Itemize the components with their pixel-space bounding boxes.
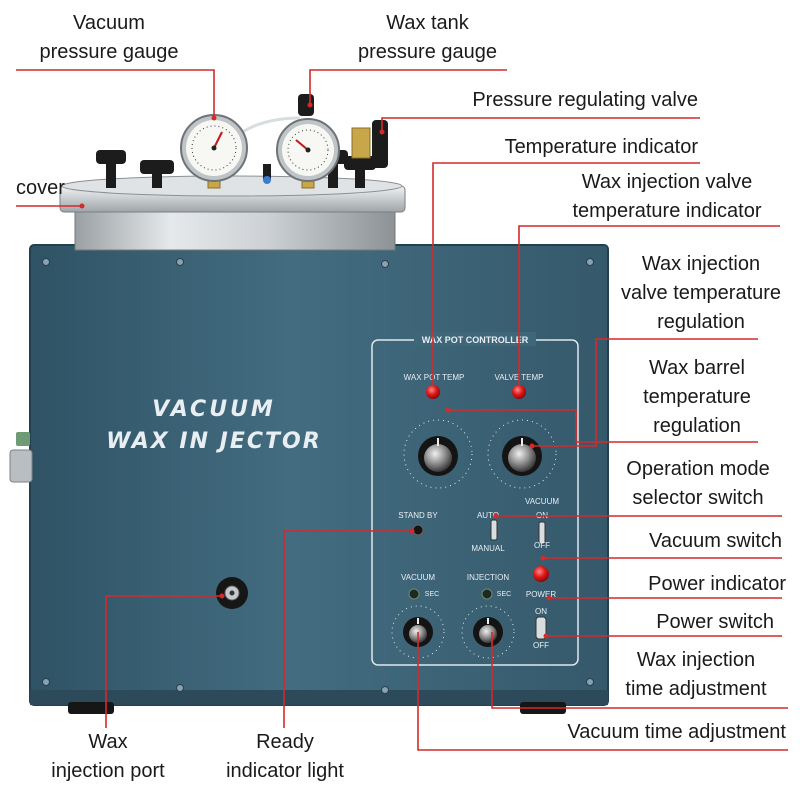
leader-dots [79,102,552,639]
leader-temperature-indicator [432,162,700,386]
leader-injection-time [491,632,788,709]
body-screws [42,258,594,694]
vacuum-timer-label: VACUUM [401,573,435,582]
leader-wax-tank-gauge [309,69,507,104]
foot-left [68,702,114,714]
label-vacuum-switch: Vacuum switch [648,530,782,552]
wax-pot-temp-indicator-light [426,385,440,399]
wax-pot-temp-label: WAX POT TEMP [404,373,465,382]
power-indicator-light [533,566,549,582]
label-valve-temp-indicator: Wax injection valve temperature indicato… [572,171,762,222]
valve-temp-knob [502,436,542,476]
injection-timer-scale [461,605,515,659]
wax-pot-dial-scale [403,419,473,489]
label-power-indicator: Power indicator [648,573,786,595]
wax-tank-gauge [276,118,340,182]
leader-pressure-valve [381,117,700,132]
vacuum-gauge [180,114,248,182]
label-injection-time-adjustment: Wax injection time adjustment [625,649,767,700]
vacuum-timer-lamp [408,588,420,600]
panel-title: WAX POT CONTROLLER [422,335,529,345]
valve-temp-indicator-light [512,385,526,399]
blue-fitting [263,176,271,184]
leader-vacuum-time [417,632,788,751]
leader-lines [16,69,788,751]
label-vacuum-pressure-gauge: Vacuum pressure gauge [39,12,179,63]
small-fitting [263,164,271,180]
power-label: POWER [526,590,556,599]
auto-label: AUTO [477,511,499,520]
label-mode-selector: Operation mode selector switch [626,458,770,509]
leader-ready-indicator [283,530,412,728]
body-bottom-edge [30,690,608,705]
injection-time-knob [473,617,503,647]
label-ready-indicator-light: Ready indicator light [226,731,344,782]
machine-title-line2: WAX IN JECTOR [106,429,321,454]
side-fitting-green [16,432,30,446]
stand-by-label: STAND BY [398,511,438,520]
power-toggle [535,616,547,640]
leader-vacuum-gauge [16,69,215,116]
manual-label: MANUAL [471,544,505,553]
leader-injection-port [105,595,222,728]
valve-dial-scale [487,419,557,489]
machine-title-line1: VACUUM [152,397,276,422]
wax-barrel-temp-knob [418,436,458,476]
panel-title-bg [414,332,536,346]
label-vacuum-time-adjustment: Vacuum time adjustment [567,721,786,743]
label-pressure-regulating-valve: Pressure regulating valve [472,89,698,111]
injection-sec-label: SEC [497,591,511,598]
label-temperature-indicator: Temperature indicator [504,136,698,158]
injection-timer-label: INJECTION [467,573,509,582]
vacuum-toggle [538,521,546,545]
power-off-label: OFF [533,641,549,650]
injection-timer-lamp [481,588,493,600]
label-cover: cover [16,177,65,199]
leader-valve-temp-indicator [518,225,780,386]
label-barrel-temp-regulation: Wax barrel temperature regulation [643,357,751,437]
leader-barrel-temp-regulation [448,409,758,443]
label-wax-tank-pressure-gauge: Wax tank pressure gauge [358,12,497,63]
wax-injection-port [216,577,248,609]
label-wax-injection-port: Wax injection port [51,731,165,782]
vacuum-off-label: OFF [534,541,550,550]
label-valve-temp-regulation: Wax injection valve temperature regulati… [620,253,782,333]
side-fitting [9,449,33,483]
vacuum-sec-label: SEC [425,591,439,598]
power-on-label: ON [535,607,547,616]
vacuum-switch-label: VACUUM [525,497,559,506]
label-power-switch: Power switch [656,611,774,633]
leader-valve-temp-regulation [532,338,758,447]
ready-indicator [412,524,424,536]
mode-selector-toggle [490,519,498,541]
